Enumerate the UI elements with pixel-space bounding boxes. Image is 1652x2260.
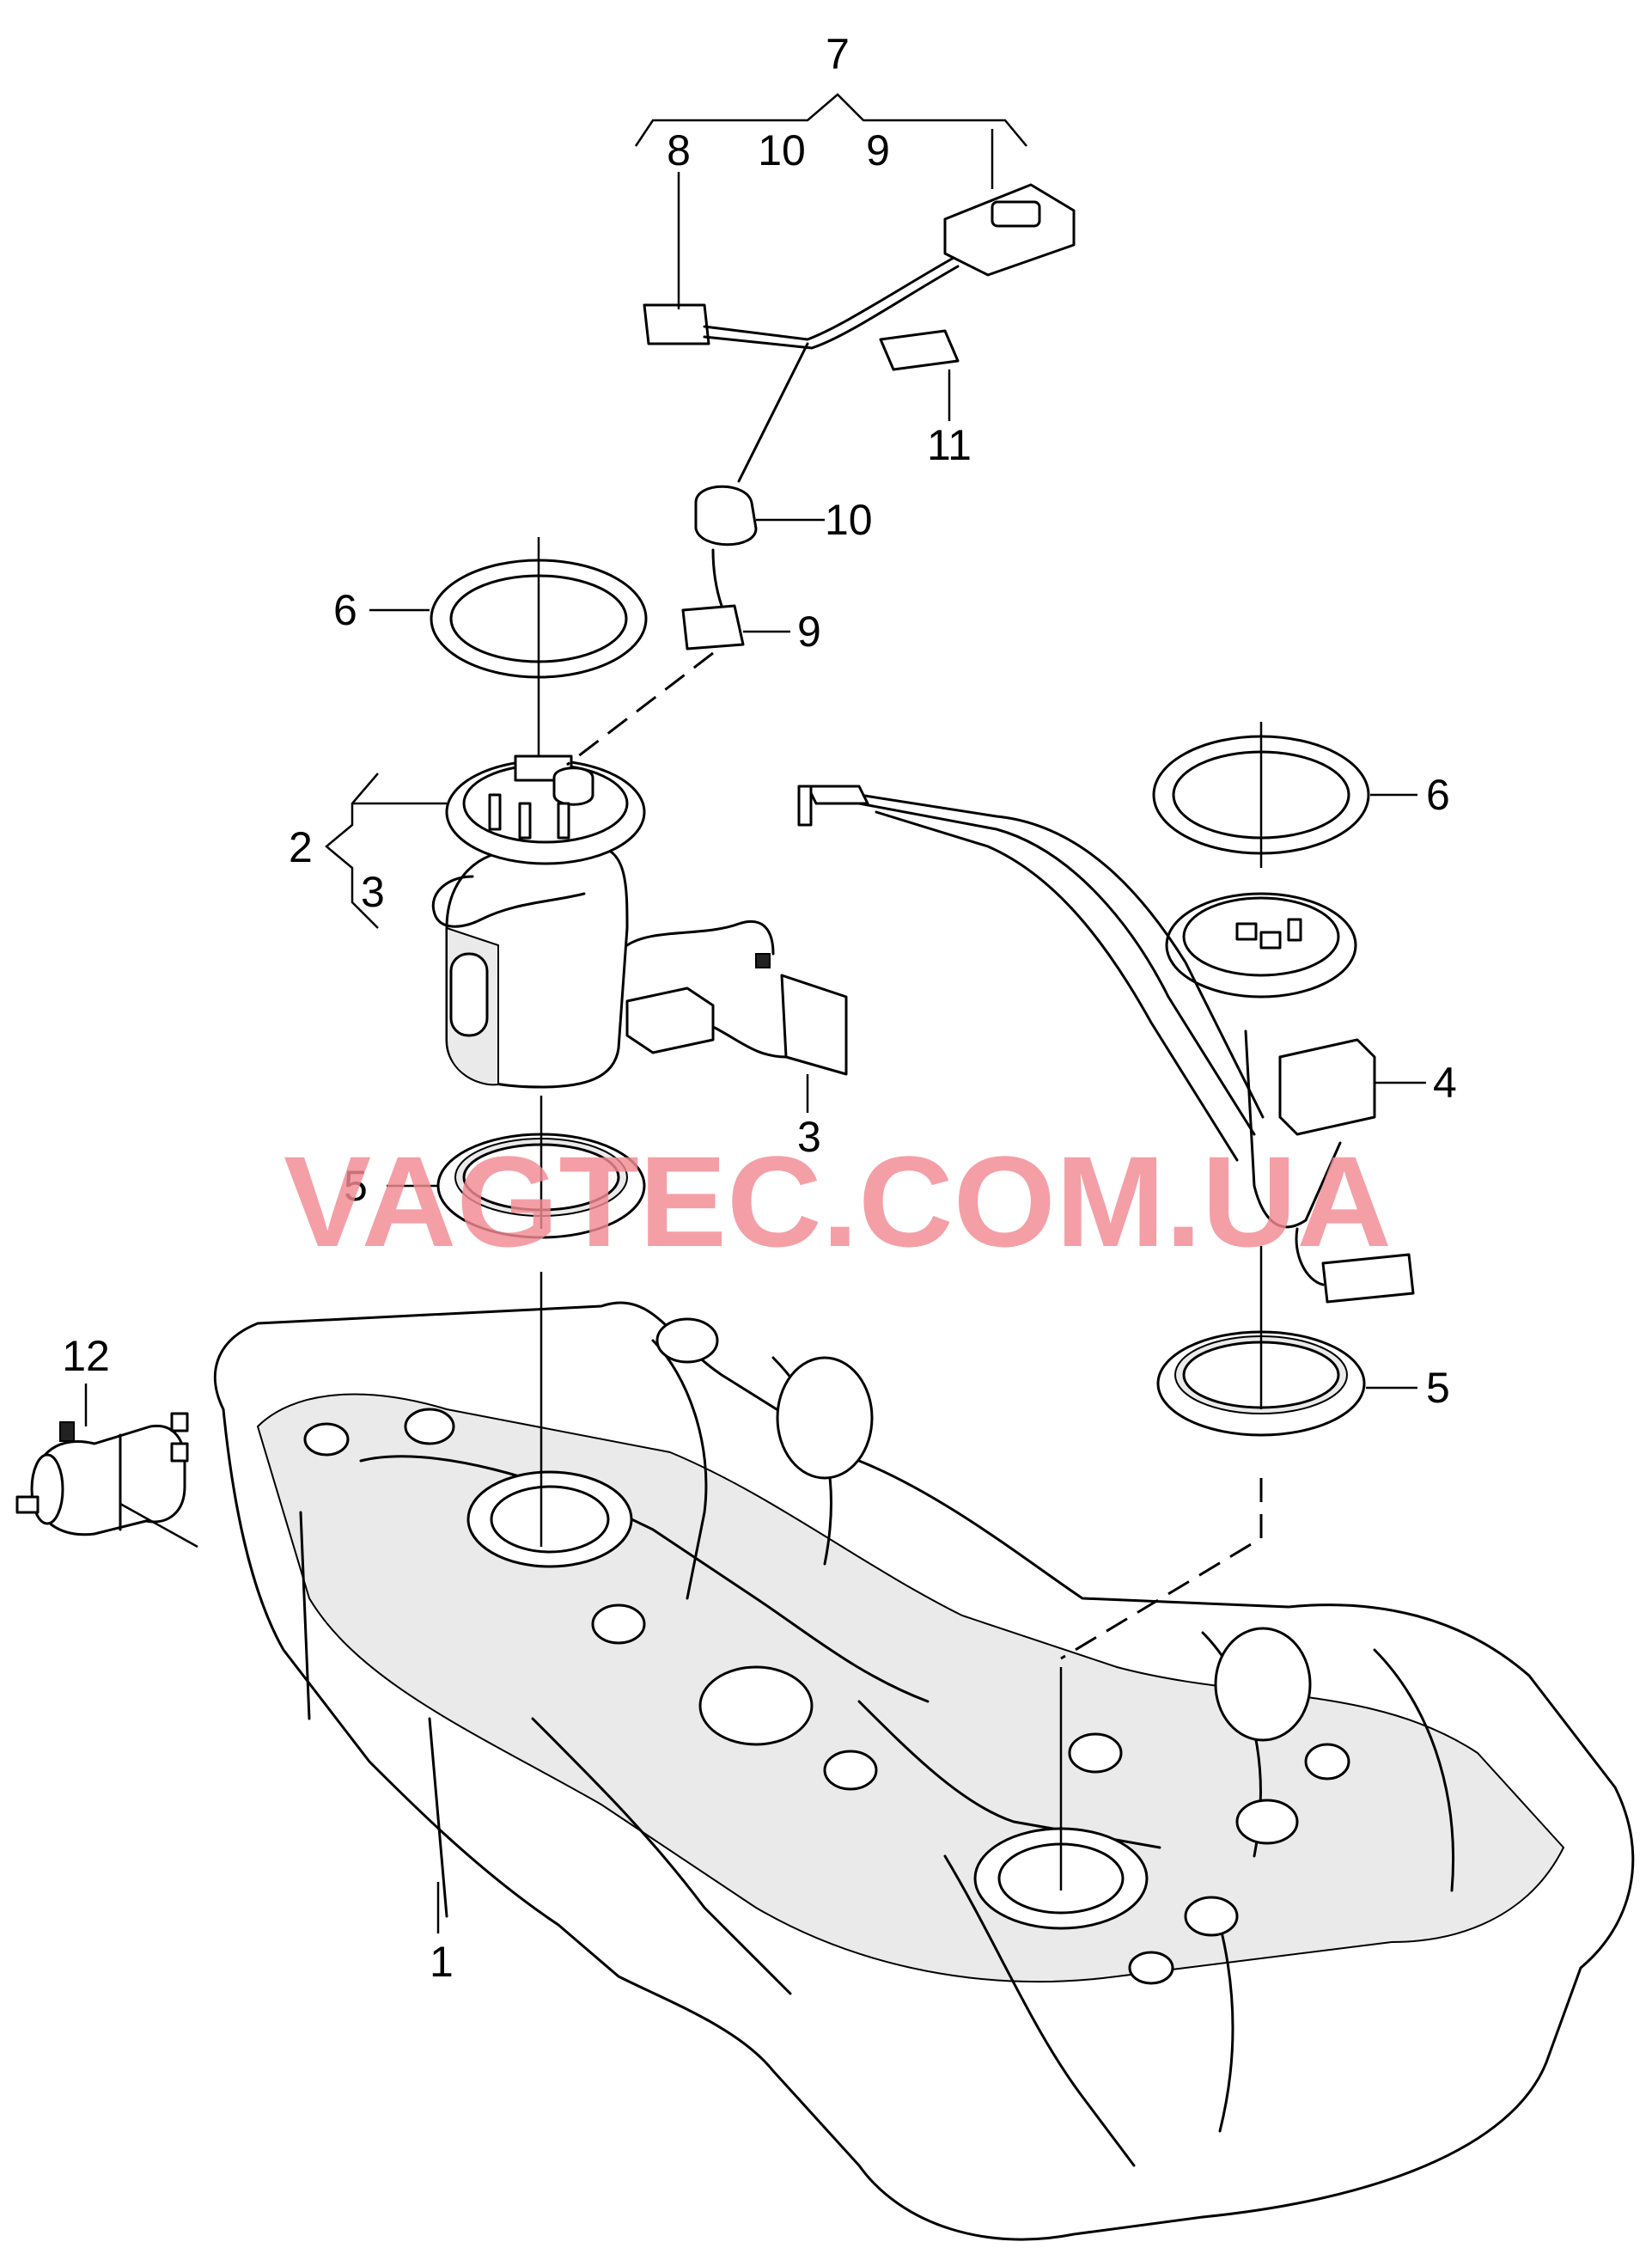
fuel-tank [213,1301,1635,2241]
callout-6-left: 6 [333,586,357,634]
callout-2: 2 [289,823,313,871]
callout-10: 10 [825,496,873,544]
wiring-harness [643,183,1076,651]
callout-5-right: 5 [1426,1364,1450,1412]
callout-6-right: 6 [1426,771,1450,819]
fuel-filter [15,1412,189,1536]
callout-3-right: 3 [797,1113,821,1161]
callout-9: 9 [797,608,821,656]
fuel-pump-unit-right [797,785,1415,1304]
seal-left [436,1133,646,1239]
callout-labels: 7 8 10 9 11 10 9 6 6 2 3 3 4 5 5 1 12 [62,30,1457,1986]
callout-8: 8 [667,126,691,174]
callout-12: 12 [62,1332,110,1380]
callout-1: 1 [430,1938,454,1986]
callout-10-top: 10 [758,126,806,174]
callout-3-left: 3 [361,868,385,916]
watermark-text: VAGTEC.COM.UA [283,1129,1392,1274]
callout-11: 11 [927,421,972,469]
fuel-pump-unit-left [431,754,848,1089]
leader-lines [84,93,1426,1933]
callout-9-top: 9 [866,126,890,174]
callout-4: 4 [1433,1059,1457,1107]
callout-7: 7 [826,30,850,78]
callout-5-left: 5 [344,1162,368,1210]
